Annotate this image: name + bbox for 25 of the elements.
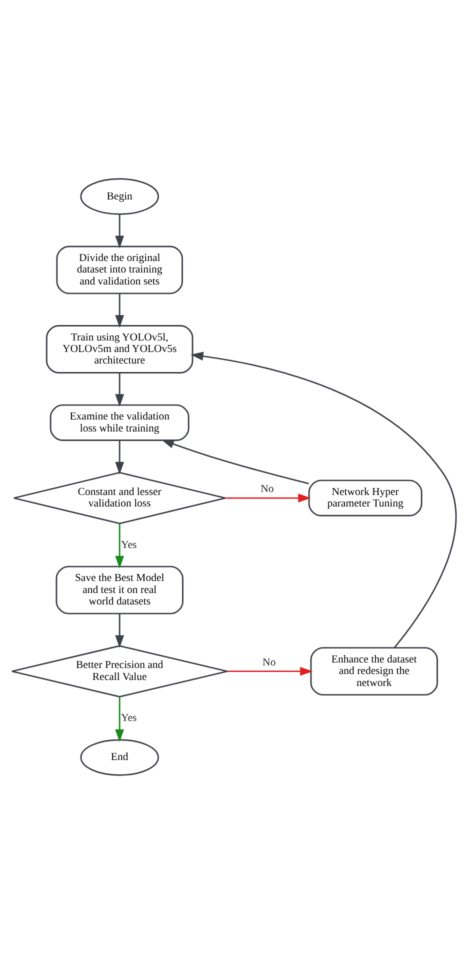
- edge-label: Yes: [121, 538, 137, 551]
- node-box: Train using YOLOv5l, YOLOv5m and YOLOv5s architecture: [46, 325, 194, 374]
- arrow: [115, 697, 124, 742]
- arrow: [161, 440, 309, 484]
- node-box: Network Hyper parameter Tuning: [308, 480, 422, 516]
- node-ellipse: Begin: [80, 178, 159, 215]
- node-ellipse: End: [80, 739, 159, 776]
- arrow: [115, 214, 124, 248]
- arrow: [115, 524, 124, 569]
- node-diamond: Better Precision and Recall Value: [11, 645, 228, 698]
- arrow: [228, 666, 313, 676]
- arrow: [115, 440, 124, 475]
- node-box: Save the Best Model and test it on real world datasets: [56, 566, 184, 614]
- edge-label: No: [262, 656, 276, 668]
- node-box: Divide the original dataset into training and validation sets: [56, 246, 183, 294]
- arrow: [115, 614, 124, 648]
- node-diamond: Constant and lesser validation loss: [13, 472, 226, 524]
- arrow: [115, 372, 124, 407]
- edge-label: Yes: [121, 712, 137, 724]
- arrow: [115, 294, 124, 328]
- node-box: Examine the validation loss while training: [50, 404, 190, 442]
- arrow: [190, 352, 457, 648]
- node-box: Enhance the dataset and redesign the network: [310, 647, 438, 696]
- arrow: [226, 494, 311, 503]
- edge-label: No: [260, 482, 274, 495]
